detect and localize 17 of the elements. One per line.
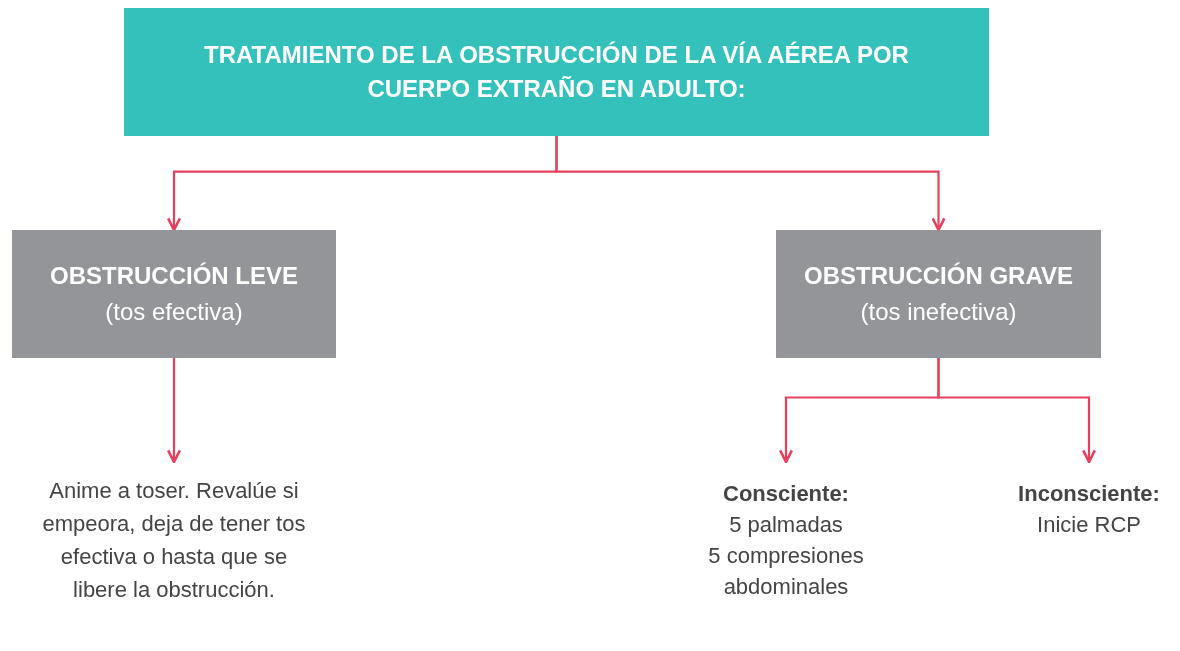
category-subtitle: (tos efectiva) <box>105 297 243 327</box>
category-box <box>776 230 1101 358</box>
category-subtitle: (tos inefectiva) <box>860 297 1017 327</box>
category-heading: OBSTRUCCIÓN GRAVE <box>804 261 1073 291</box>
connector-arrow <box>166 358 182 464</box>
connector-arrow <box>937 358 1097 464</box>
connector-arrow <box>555 136 946 232</box>
instruction-text: Anime a toser. Revalúe si empeora, deja de tener tos efectiva o hasta que se libere la obstrucción. <box>41 477 307 604</box>
instruction-text: Inicie RCP <box>1037 511 1141 539</box>
instruction-text: 5 compresiones abdominales <box>707 542 865 601</box>
category-box <box>12 230 336 358</box>
category-heading: OBSTRUCCIÓN LEVE <box>50 261 298 291</box>
condition-heading: Inconsciente: <box>1018 480 1160 508</box>
title-text: TRATAMIENTO DE LA OBSTRUCCIÓN DE LA VÍA AÉREA POR CUERPO EXTRAÑO EN ADULTO: <box>203 40 910 104</box>
condition-heading: Consciente: <box>723 480 849 508</box>
title-box <box>124 8 989 136</box>
instruction-text: 5 palmadas <box>729 511 843 539</box>
